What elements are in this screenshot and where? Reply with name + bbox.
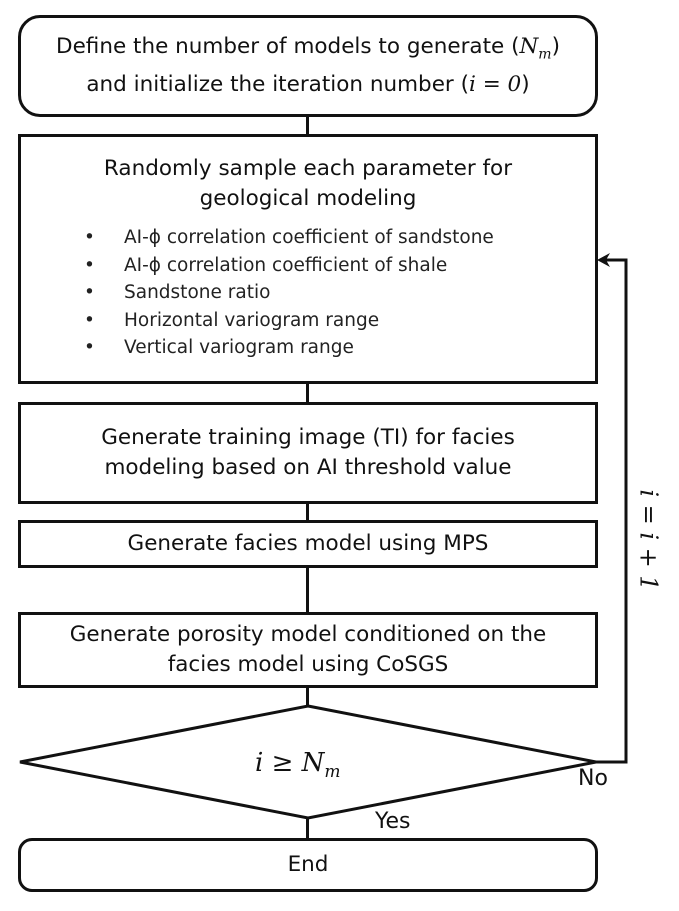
parameter-item: AI-ϕ correlation coefficient of sandston… <box>21 224 494 252</box>
cosgs-line-2: facies model using CoSGS <box>167 652 449 677</box>
connector-cosgs-to-decision <box>306 686 309 706</box>
parameter-item: Vertical variogram range <box>21 334 494 362</box>
mps-line-1: Generate facies model using MPS <box>127 531 489 556</box>
sample-title-line-1: Randomly sample each parameter for <box>103 156 513 181</box>
loop-label: i = i + 1 <box>634 489 663 591</box>
start-line-2-close: ) <box>521 71 530 97</box>
parameter-item: AI-ϕ correlation coefficient of shale <box>21 252 494 280</box>
loop-back-line <box>596 258 628 764</box>
start-line-1-text: Define the number of models to generate … <box>56 34 520 60</box>
decision-condition-text: i ≥ N <box>255 748 325 778</box>
decision-condition-subscript: m <box>324 762 341 783</box>
i-equals-zero: i = 0 <box>469 71 522 97</box>
parameter-item: Sandstone ratio <box>21 279 494 307</box>
cosgs-box: Generate porosity model conditioned on t… <box>18 612 598 688</box>
parameter-list: AI-ϕ correlation coefficient of sandston… <box>21 224 494 362</box>
ti-line-2: modeling based on AI threshold value <box>104 455 512 480</box>
decision-condition: i ≥ Nm <box>255 748 341 782</box>
connector-start-to-sample <box>306 116 309 136</box>
connector-sample-to-ti <box>306 382 309 404</box>
sample-title-line-2: geological modeling <box>199 186 417 211</box>
start-line-2: and initialize the iteration number (i =… <box>86 70 529 100</box>
nm-symbol: N <box>519 34 539 60</box>
connector-decision-to-end <box>306 818 309 840</box>
start-line-2-text: and initialize the iteration number ( <box>86 71 469 97</box>
cosgs-line-1: Generate porosity model conditioned on t… <box>69 622 547 647</box>
start-line-1-close: ) <box>551 34 560 60</box>
decision-diamond <box>19 704 597 820</box>
sample-box: Randomly sample each parameter for geolo… <box>18 134 598 384</box>
end-box: End <box>18 838 598 892</box>
start-box: Define the number of models to generate … <box>18 15 598 117</box>
start-line-1: Define the number of models to generate … <box>56 32 560 69</box>
yes-label: Yes <box>375 809 411 834</box>
mps-box: Generate facies model using MPS <box>18 520 598 568</box>
no-label: No <box>578 766 608 791</box>
connector-ti-to-mps <box>306 502 309 522</box>
end-label: End <box>287 852 329 877</box>
nm-subscript: m <box>538 46 552 63</box>
parameter-item: Horizontal variogram range <box>21 307 494 335</box>
connector-mps-to-cosgs <box>306 566 309 614</box>
training-image-box: Generate training image (TI) for facies … <box>18 402 598 504</box>
ti-line-1: Generate training image (TI) for facies <box>101 425 515 450</box>
loop-arrowhead <box>597 253 610 267</box>
